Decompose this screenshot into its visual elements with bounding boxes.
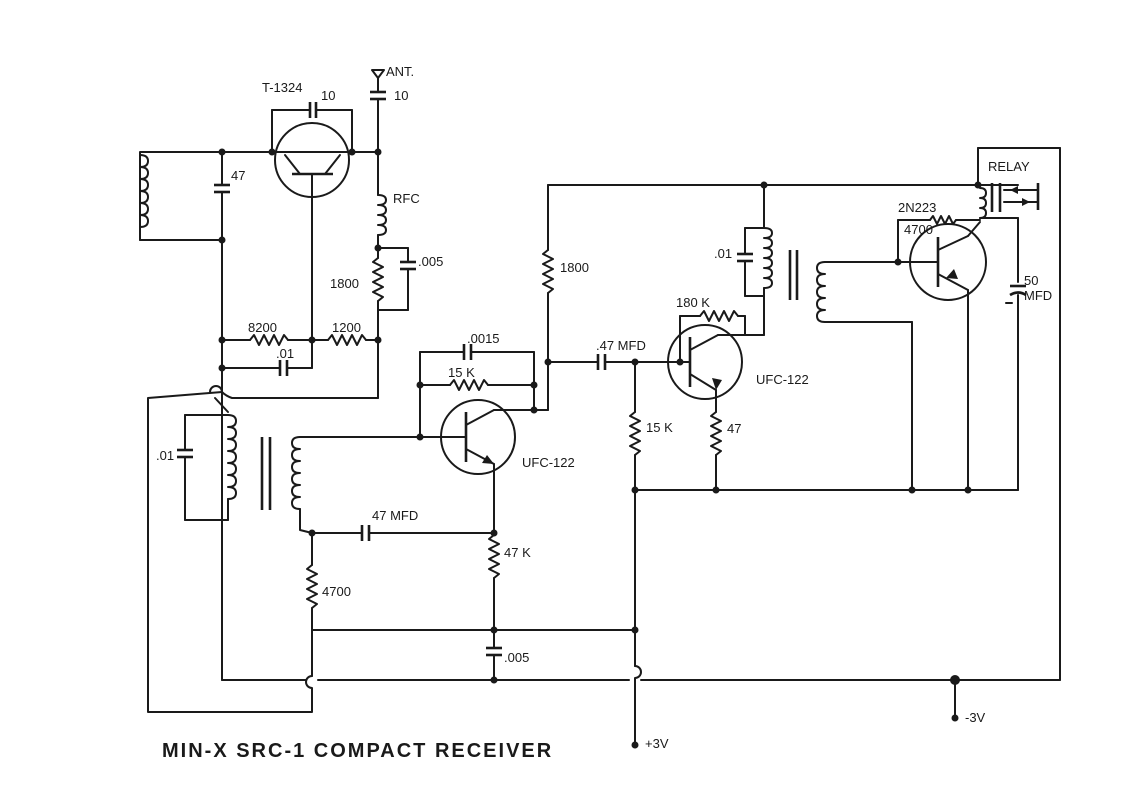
label-resistor-180k: 180 K <box>676 295 710 310</box>
resistor-47 <box>710 411 722 491</box>
capacitor-01-mid <box>221 339 313 376</box>
resistor-15k <box>629 361 641 667</box>
rf-choke <box>377 151 387 249</box>
label-capacitor-005-bottom: .005 <box>504 650 529 665</box>
label-resistor-1200: 1200 <box>332 320 361 335</box>
transistor-t1324 <box>271 102 353 341</box>
wire <box>221 391 379 399</box>
resistor-8200 <box>221 334 313 346</box>
resistor-4700-bias <box>897 215 981 263</box>
label-2n223: 2N223 <box>898 200 936 215</box>
interstage-transformer-1 <box>177 385 421 534</box>
resistor-180k <box>679 310 746 363</box>
relay <box>977 147 1061 681</box>
label-resistor-4700-bias: 4700 <box>904 222 933 237</box>
resistor-1800-mid <box>542 184 1019 411</box>
label-capacitor-01-right: .01 <box>714 246 732 261</box>
label-ufc122-1: UFC-122 <box>522 455 575 470</box>
antenna <box>351 69 386 153</box>
label-capacitor-50-mfd: MFD <box>1024 288 1052 303</box>
label-t1324-cap: 10 <box>321 88 335 103</box>
label-capacitor-005-top: .005 <box>418 254 443 269</box>
positive-rail <box>634 665 642 746</box>
label-ufc122-2: UFC-122 <box>756 372 809 387</box>
label-capacitor-47: 47 <box>231 168 245 183</box>
label-resistor-4700-bottom: 4700 <box>322 584 351 599</box>
label-resistor-47k: 47 K <box>504 545 531 560</box>
resistor-4700-bottom <box>306 532 318 677</box>
label-resistor-8200: 8200 <box>248 320 277 335</box>
capacitor-47 <box>214 151 230 681</box>
capacitor-50mfd <box>1005 284 1027 491</box>
label-resistor-1800-mid: 1800 <box>560 260 589 275</box>
transistor-ufc122-2 <box>667 324 765 413</box>
diagram-title: MIN-X SRC-1 COMPACT RECEIVER <box>162 740 553 762</box>
label-capacitor-01-mid: .01 <box>276 346 294 361</box>
capacitor-005-top <box>377 247 416 311</box>
label-resistor-47: 47 <box>727 421 741 436</box>
capacitor-47mfd-bottom <box>311 525 495 541</box>
label-resistor-15k: 15 K <box>646 420 673 435</box>
label-antenna: ANT. <box>386 64 414 79</box>
label-t1324: T-1324 <box>262 80 302 95</box>
label-capacitor-0015: .0015 <box>467 331 500 346</box>
label-resistor-1800-left: 1800 <box>330 276 359 291</box>
capacitor-0015 <box>419 344 535 438</box>
wire <box>147 391 313 713</box>
label-antenna-cap: 10 <box>394 88 408 103</box>
collector-tank <box>737 184 913 491</box>
label-capacitor-50: 50 <box>1024 273 1038 288</box>
input-tank-coil <box>139 151 356 241</box>
label-relay: RELAY <box>988 159 1030 174</box>
capacitor-47mfd-coupling <box>547 354 681 370</box>
transistor-ufc122-1 <box>419 399 549 536</box>
capacitor-005-bottom <box>486 646 502 681</box>
label-minus-3v: -3V <box>965 710 986 725</box>
transistor-2n223 <box>909 221 987 491</box>
label-capacitor-01-coil: .01 <box>156 448 174 463</box>
label-capacitor-47mfd-coupling: .47 MFD <box>596 338 646 353</box>
label-resistor-15k-feedback: 15 K <box>448 365 475 380</box>
resistor-1800-left <box>372 247 384 341</box>
resistor-1200 <box>311 334 379 346</box>
label-rfc: RFC <box>393 191 420 206</box>
junction-dots <box>218 148 982 749</box>
resistor-15k-feedback <box>419 379 535 391</box>
label-capacitor-47mfd-bottom: 47 MFD <box>372 508 418 523</box>
label-plus-3v: +3V <box>645 736 669 751</box>
resistor-47k <box>488 534 500 649</box>
